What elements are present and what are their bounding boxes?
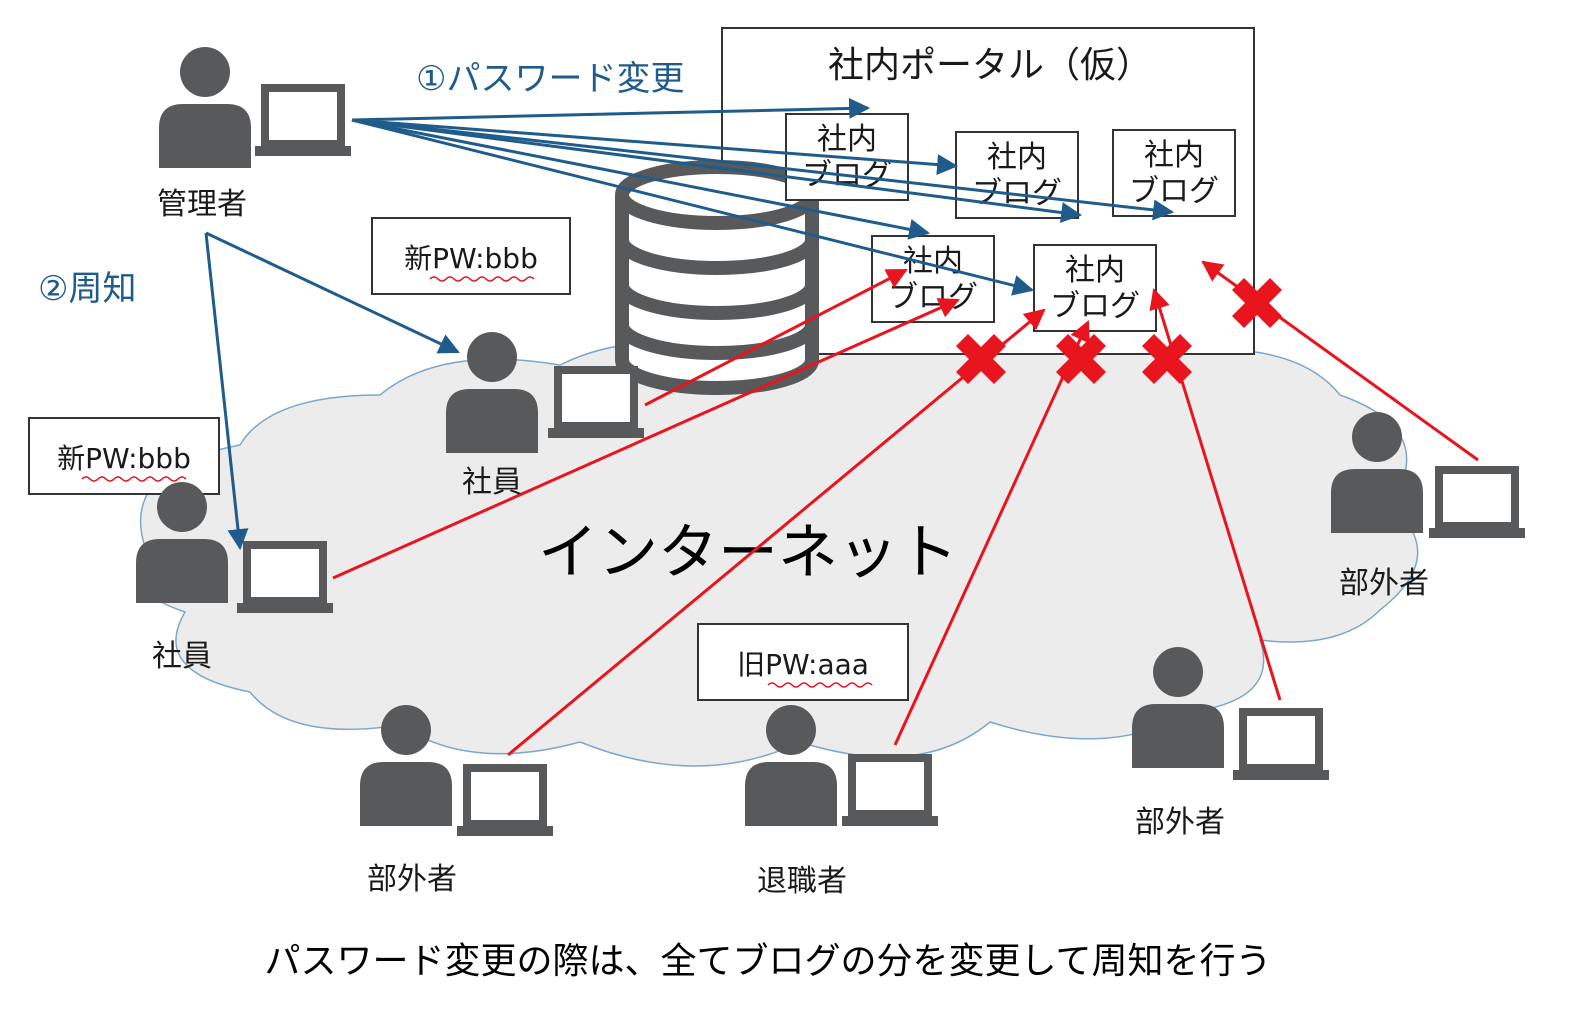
step-password-change: ①パスワード変更: [416, 59, 684, 99]
outsider-3: 部外者: [1331, 412, 1525, 601]
change-arrow-3: [351, 118, 1083, 223]
person-label: 社員: [152, 639, 212, 674]
person-label: 部外者: [367, 862, 457, 897]
person-label: 部外者: [1135, 805, 1225, 840]
person-label: 部外者: [1339, 566, 1429, 601]
blog-box-2: 社内 ブログ: [955, 131, 1079, 219]
change-arrow-6: [351, 118, 1035, 296]
change-arrow-2: [351, 118, 959, 176]
notify-arrow-2: [204, 232, 249, 551]
access-line-employee-a: [644, 268, 908, 407]
blog-line1: 社内: [987, 140, 1047, 175]
change-arrow-1: [351, 97, 871, 122]
database-icon: [615, 160, 819, 395]
notify-arrow-1: [205, 231, 460, 354]
internet-label: インターネット: [538, 518, 958, 588]
blog-line1: 社内: [817, 122, 877, 157]
change-arrow-5: [351, 118, 931, 240]
block-marks: [955, 277, 1283, 385]
retiree: 退職者: [745, 705, 938, 899]
password-change-arrows: [351, 97, 1175, 296]
block-mark-3: [1141, 333, 1193, 385]
employee-a: 社員: [446, 332, 644, 500]
password-text: 新PW:bbb: [57, 442, 191, 475]
person-label: 社員: [462, 465, 522, 500]
caption: パスワード変更の際は、全てブログの分を変更して周知を行う: [265, 941, 1272, 982]
password-box-new-a: 新PW:bbb: [371, 217, 571, 295]
blog-box-3: 社内 ブログ: [1112, 129, 1236, 217]
employee-b: 社員: [136, 482, 333, 674]
blog-line1: 社内: [1065, 253, 1125, 288]
blog-line1: 社内: [1144, 138, 1204, 173]
access-line-outsider-1: [507, 308, 1046, 757]
outsider-2: 部外者: [1132, 647, 1329, 840]
blog-box-5: 社内 ブログ: [1033, 244, 1157, 332]
blog-line2: ブログ: [1050, 289, 1140, 324]
blog-line2: ブログ: [1129, 174, 1219, 209]
access-line-employee-b: [332, 298, 960, 580]
step-notify: ②周知: [38, 269, 136, 309]
password-box-new-b: 新PW:bbb: [28, 417, 220, 495]
password-box-old: 旧PW:aaa: [697, 623, 909, 701]
block-mark-1: [955, 333, 1007, 385]
password-text: 新PW:bbb: [404, 242, 538, 275]
outsider-1: 部外者: [360, 705, 553, 897]
change-arrow-4: [351, 118, 1175, 221]
notify-arrows: [204, 231, 460, 551]
block-mark-2: [1055, 333, 1107, 385]
person-label: 管理者: [157, 187, 247, 222]
person-label: 退職者: [757, 864, 847, 899]
block-mark-4: [1231, 277, 1283, 329]
password-text: 旧PW:aaa: [737, 648, 869, 681]
access-line-retiree: [893, 320, 1090, 746]
admin: 管理者: [157, 47, 351, 222]
portal-title: 社内ポータル（仮）: [828, 45, 1152, 86]
